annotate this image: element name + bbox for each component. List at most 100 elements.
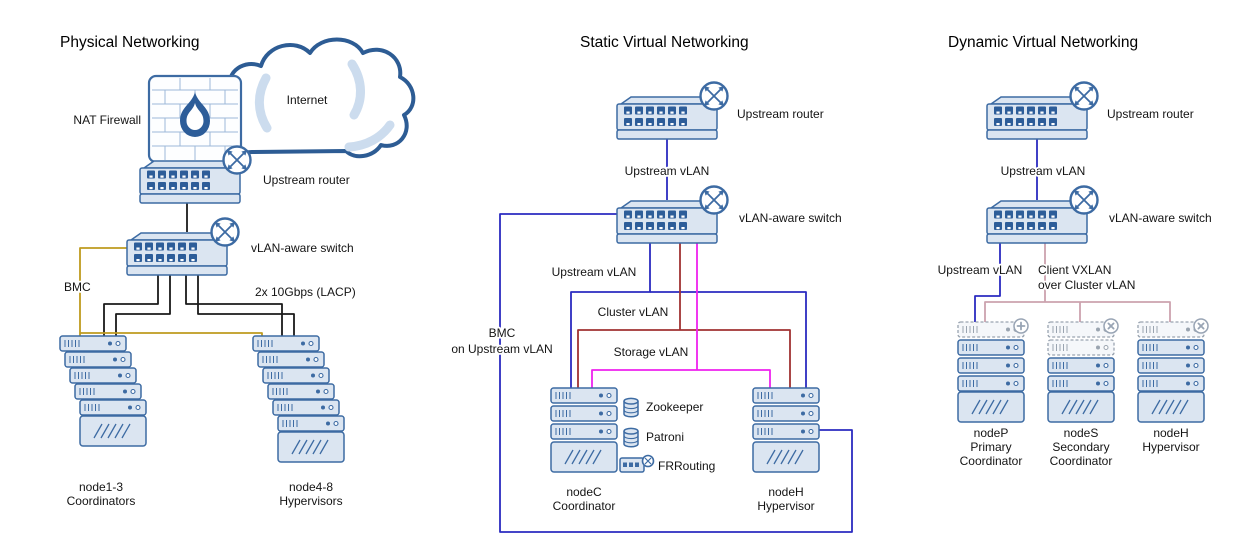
storage-vlan-node-link xyxy=(591,369,771,390)
lacp-link xyxy=(115,275,171,338)
nodep-stack-icon xyxy=(957,318,1029,423)
nodep-name: nodeP xyxy=(974,426,1009,440)
server-unit-icon xyxy=(79,399,147,416)
nodec-role: Coordinator xyxy=(553,499,616,513)
cloud-swoosh xyxy=(254,73,272,133)
coordinators-name: node1-3 xyxy=(79,480,123,494)
panel-title: Dynamic Virtual Networking xyxy=(948,34,1138,51)
upstream-vlan-to-nodeh-link xyxy=(650,291,807,390)
panel-dynamic-virtual: Dynamic Virtual Networking Upstream rout… xyxy=(936,34,1212,468)
cloud-swoosh xyxy=(347,59,365,120)
upstream-router-label: Upstream router xyxy=(263,173,350,187)
lacp-link xyxy=(185,275,283,338)
patroni-label: Patroni xyxy=(646,430,684,444)
server-unit-icon xyxy=(74,383,142,400)
zookeeper-icon xyxy=(623,397,639,418)
vlan-switch-icon xyxy=(127,233,227,275)
nodes-role-line1: Secondary xyxy=(1052,440,1109,454)
upstream-vlan-trunk-label: Upstream vLAN xyxy=(625,164,710,178)
nodeh-name: nodeH xyxy=(768,485,803,499)
server-unit-icon xyxy=(1137,357,1205,374)
ghost-server-unit-icon xyxy=(1047,339,1115,356)
nodec-name: nodeC xyxy=(566,485,602,499)
client-vxlan-label-line2: over Cluster vLAN xyxy=(1038,278,1135,292)
server-unit-icon xyxy=(1047,375,1115,392)
lacp-link xyxy=(197,275,295,338)
hatched-server-icon xyxy=(752,441,820,473)
server-unit-icon xyxy=(64,351,132,368)
server-unit-icon xyxy=(277,415,345,432)
hatched-server-icon xyxy=(1047,391,1115,423)
panel-static-virtual: Static Virtual Networking Upstream route… xyxy=(450,34,853,533)
nodec-stack-icon xyxy=(550,387,618,473)
panel-title: Physical Networking xyxy=(60,34,200,51)
nodep-role-line1: Primary xyxy=(970,440,1011,454)
cluster-vlan-links xyxy=(577,243,791,390)
bmc-link xyxy=(79,247,127,338)
hypervisors-name: node4-8 xyxy=(289,480,333,494)
cloud-swoosh xyxy=(344,120,395,152)
nodep-role-line2: Coordinator xyxy=(960,454,1023,468)
router-arrows-icon xyxy=(699,81,729,111)
server-unit-icon xyxy=(59,335,127,352)
nodeh-name: nodeH xyxy=(1153,426,1188,440)
client-vxlan-links xyxy=(984,243,1171,324)
internet-cloud-icon xyxy=(215,37,416,159)
upstream-vlan-links xyxy=(974,139,1038,324)
server-unit-icon xyxy=(1047,357,1115,374)
zookeeper-label: Zookeeper xyxy=(646,400,703,414)
bmc-label-line1: BMC xyxy=(489,326,516,340)
upstream-router-label: Upstream router xyxy=(1107,107,1194,121)
hatched-server-icon xyxy=(957,391,1025,423)
cluster-vlan-node-link xyxy=(577,329,791,390)
storage-vlan-label: Storage vLAN xyxy=(614,345,689,359)
switch-arrows-icon xyxy=(210,217,240,247)
storage-vlan-links xyxy=(591,243,771,390)
frrouting-label: FRRouting xyxy=(658,459,715,473)
cross-circle-icon xyxy=(1103,318,1119,334)
server-unit-icon xyxy=(957,357,1025,374)
nat-firewall-icon xyxy=(147,74,243,164)
switch-arrows-icon xyxy=(699,185,729,215)
nodeh-stack-icon xyxy=(752,387,820,473)
cluster-vlan-label: Cluster vLAN xyxy=(598,305,669,319)
internet-label: Internet xyxy=(287,93,328,107)
flame-icon xyxy=(180,92,210,137)
coordinators-stack-icon xyxy=(59,335,147,447)
hypervisors-stack-icon xyxy=(252,335,345,463)
panel-physical: Physical Networking Internet xyxy=(59,34,416,508)
patroni-icon xyxy=(623,427,639,448)
hatched-server-icon xyxy=(79,415,147,447)
nodeh-role: Hypervisor xyxy=(1142,440,1199,454)
server-unit-icon xyxy=(252,335,320,352)
hatched-server-icon xyxy=(277,431,345,463)
upstream-router-label: Upstream router xyxy=(737,107,824,121)
vlan-switch-label: vLAN-aware switch xyxy=(1109,211,1212,225)
server-unit-icon xyxy=(550,387,618,404)
server-unit-icon xyxy=(69,367,137,384)
server-unit-icon xyxy=(267,383,335,400)
server-unit-icon xyxy=(752,423,820,440)
physical-links xyxy=(103,203,295,338)
upstream-vlan-label: Upstream vLAN xyxy=(552,265,637,279)
plus-circle-icon xyxy=(1013,318,1029,334)
upstream-vlan-to-nodec-link xyxy=(570,243,651,390)
server-unit-icon xyxy=(1137,375,1205,392)
server-unit-icon xyxy=(957,339,1025,356)
panel-title: Static Virtual Networking xyxy=(580,34,749,51)
switch-arrows-icon xyxy=(1069,185,1099,215)
bmc-upstream-loop-link xyxy=(499,213,853,533)
server-unit-icon xyxy=(550,423,618,440)
router-arrows-icon xyxy=(1069,81,1099,111)
nodes-name: nodeS xyxy=(1064,426,1099,440)
nodeh-stack-icon xyxy=(1137,318,1209,423)
server-unit-icon xyxy=(957,375,1025,392)
frrouting-icon xyxy=(619,454,655,473)
lacp-link xyxy=(103,275,159,338)
nat-firewall-label: NAT Firewall xyxy=(73,113,141,127)
cross-circle-icon xyxy=(1193,318,1209,334)
nodes-role-line2: Coordinator xyxy=(1050,454,1113,468)
server-unit-icon xyxy=(257,351,325,368)
bmc-label-line2: on Upstream vLAN xyxy=(451,342,552,356)
